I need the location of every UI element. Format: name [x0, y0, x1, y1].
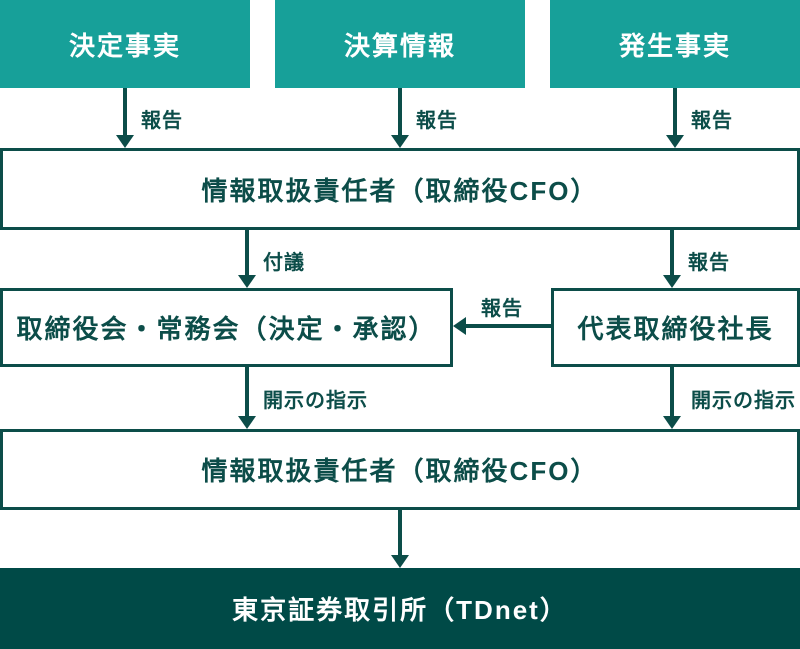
node-tse-label: 東京証券取引所（TDnet） — [232, 595, 568, 625]
edge-label-disclosure-instruction-2: 開示の指示 — [691, 390, 796, 412]
node-info-officer-lower-label: 情報取扱責任者（取締役CFO） — [201, 456, 599, 486]
edge-label-report-1: 報告 — [141, 110, 183, 132]
node-financial-results: 決算情報 — [275, 0, 525, 88]
node-info-officer-lower: 情報取扱責任者（取締役CFO） — [0, 429, 800, 510]
node-info-officer-upper-label: 情報取扱責任者（取締役CFO） — [201, 175, 599, 206]
edge-label-report-5: 報告 — [481, 298, 523, 320]
node-president-label: 代表取締役社長 — [577, 314, 774, 344]
node-decided-facts-label: 決定事実 — [68, 30, 181, 61]
node-financial-results-label: 決算情報 — [343, 30, 456, 61]
node-tse: 東京証券取引所（TDnet） — [0, 568, 800, 649]
node-occurred-facts-label: 発生事実 — [618, 30, 731, 61]
edge-label-report-2: 報告 — [416, 110, 458, 132]
node-info-officer-upper: 情報取扱責任者（取締役CFO） — [0, 148, 800, 230]
node-decided-facts: 決定事実 — [0, 0, 250, 88]
node-occurred-facts: 発生事実 — [550, 0, 800, 88]
node-board-label: 取締役会・常務会（決定・承認） — [16, 314, 437, 344]
edge-label-fugi: 付議 — [263, 252, 305, 274]
edge-label-disclosure-instruction-1: 開示の指示 — [263, 390, 368, 412]
edge-label-report-3: 報告 — [691, 110, 733, 132]
node-president: 代表取締役社長 — [551, 288, 800, 367]
node-board: 取締役会・常務会（決定・承認） — [0, 288, 453, 367]
edge-label-report-4: 報告 — [688, 252, 730, 274]
